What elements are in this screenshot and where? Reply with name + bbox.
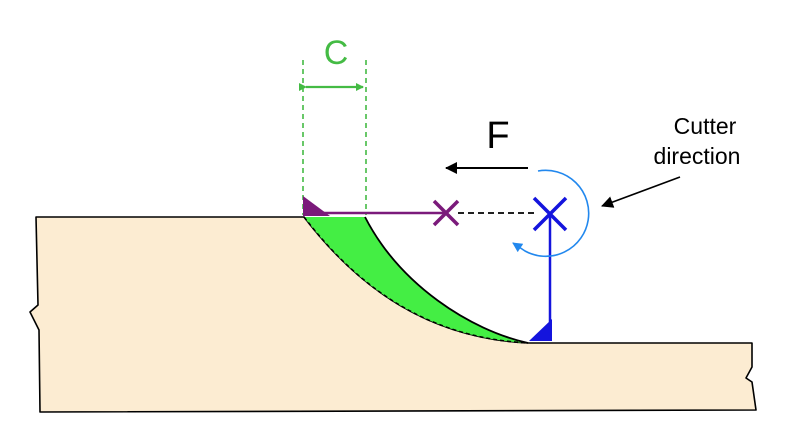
chip (304, 217, 528, 343)
rotation-arrow-icon (512, 169, 590, 258)
clearance-label: C (324, 34, 349, 72)
cutter-direction-label-line1: Cutter (674, 113, 737, 139)
feed-label: F (486, 115, 509, 157)
cutter-direction-label-line2: direction (654, 143, 741, 169)
previous-center-x-mark-icon (432, 199, 460, 227)
workpiece (29, 216, 757, 413)
current-tool-tip (529, 319, 552, 341)
cutter-direction-pointer (601, 176, 681, 208)
cut-surface-current (364, 216, 529, 344)
previous-tool-tip (303, 196, 330, 216)
current-center-x-mark-icon (532, 196, 568, 232)
